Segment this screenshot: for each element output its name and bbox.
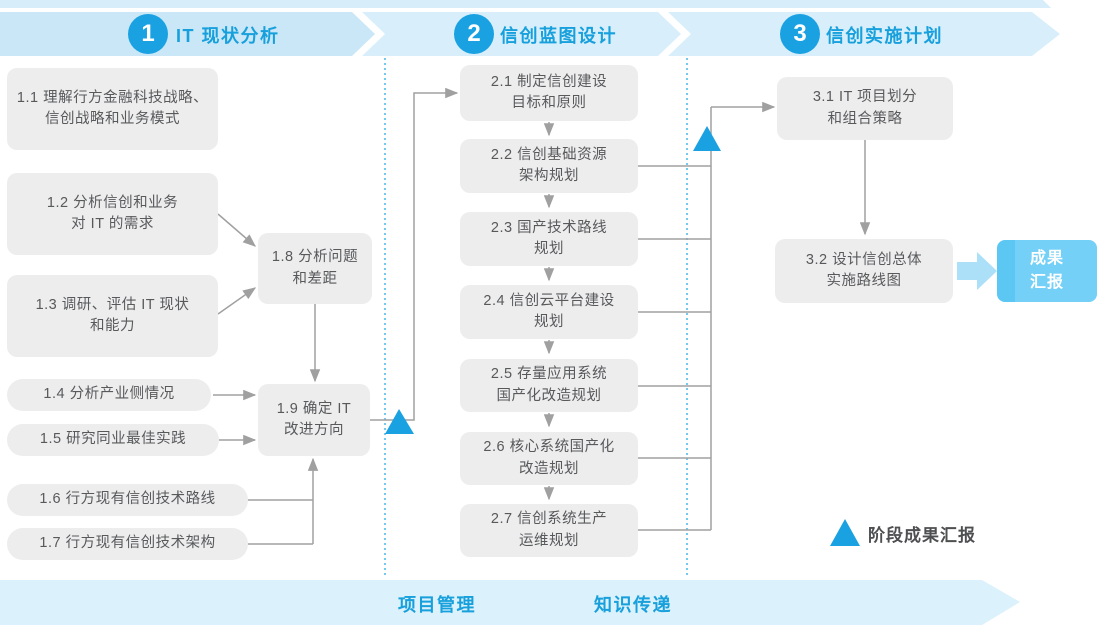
box-1-9: 1.9 确定 IT 改进方向 <box>258 384 370 456</box>
result-arrow <box>957 252 997 290</box>
box-3-1: 3.1 IT 项目划分 和组合策略 <box>777 77 953 140</box>
top-strip <box>0 0 1051 8</box>
milestone-triangle-phase2 <box>693 126 721 151</box>
phase-3-badge: 3 <box>780 14 820 54</box>
box-1-5: 1.5 研究同业最佳实践 <box>7 424 219 456</box>
box-1-1: 1.1 理解行方金融科技战略、 信创战略和业务模式 <box>7 68 218 150</box>
phase-2-title: 信创蓝图设计 <box>500 26 617 46</box>
box-2-3: 2.3 国产技术路线 规划 <box>460 212 638 266</box>
phase-1-badge: 1 <box>128 14 168 54</box>
box-1-2: 1.2 分析信创和业务 对 IT 的需求 <box>7 173 218 255</box>
phase1-band <box>0 12 375 56</box>
phase-2-badge: 2 <box>454 14 494 54</box>
box-2-7: 2.7 信创系统生产 运维规划 <box>460 504 638 557</box>
connector-lines <box>213 87 871 545</box>
milestone-triangle-phase1 <box>385 409 414 434</box>
box-2-6: 2.6 核心系统国产化 改造规划 <box>460 432 638 485</box>
box-2-5: 2.5 存量应用系统 国产化改造规划 <box>460 359 638 412</box>
phase-3-title: 信创实施计划 <box>826 26 943 46</box>
legend-milestone-label: 阶段成果汇报 <box>868 526 976 545</box>
bottom-band <box>0 580 1020 625</box>
box-2-1: 2.1 制定信创建设 目标和原则 <box>460 65 638 121</box>
phase-1-title: IT 现状分析 <box>176 26 280 46</box>
legend-triangle-icon <box>830 519 860 546</box>
box-1-7: 1.7 行方现有信创技术架构 <box>7 528 248 560</box>
box-1-3: 1.3 调研、评估 IT 现状 和能力 <box>7 275 218 357</box>
box-1-6: 1.6 行方现有信创技术路线 <box>7 484 248 516</box>
box-2-4: 2.4 信创云平台建设 规划 <box>460 285 638 339</box>
box-1-4: 1.4 分析产业侧情况 <box>7 379 211 411</box>
footer-knowledge-transfer-label: 知识传递 <box>594 595 672 615</box>
box-1-8: 1.8 分析问题 和差距 <box>258 233 372 304</box>
box-3-2: 3.2 设计信创总体 实施路线图 <box>775 239 953 303</box>
footer-project-management-label: 项目管理 <box>398 595 476 615</box>
box-2-2: 2.2 信创基础资源 架构规划 <box>460 139 638 193</box>
phase3-band <box>668 12 1060 56</box>
phase2-band <box>362 12 681 56</box>
result-report-box: 成果 汇报 <box>997 240 1097 302</box>
